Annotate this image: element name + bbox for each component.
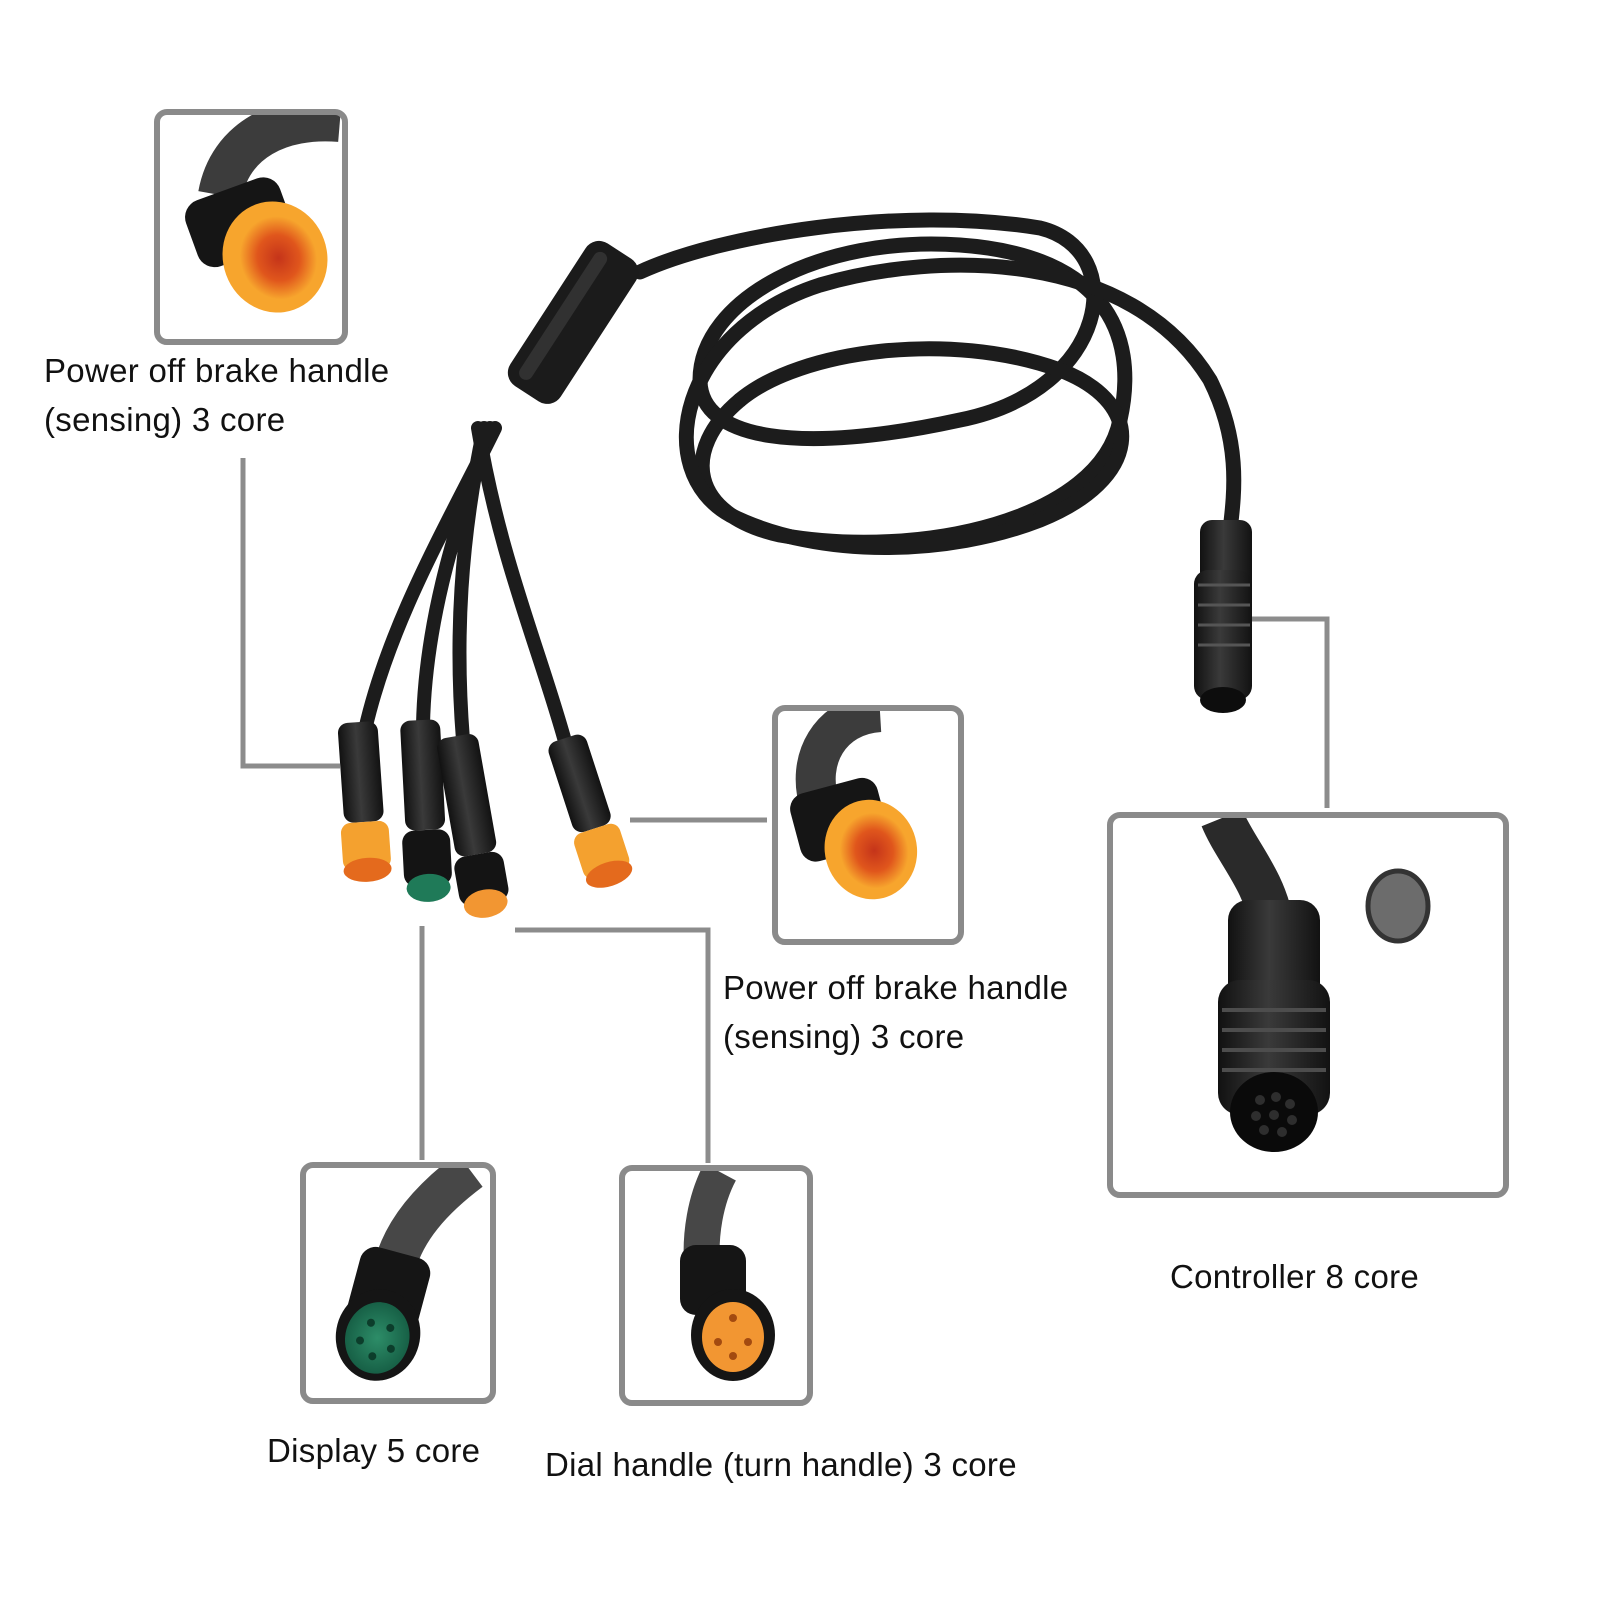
label-display-text: Display 5 core — [267, 1432, 481, 1469]
inset-frame — [772, 705, 964, 945]
inset-controller — [1107, 812, 1509, 1198]
label-brake-right-line2: (sensing) 3 core — [723, 1018, 965, 1055]
label-brake-right: Power off brake handle (sensing) 3 core — [723, 963, 1068, 1061]
label-brake-left: Power off brake handle (sensing) 3 core — [44, 346, 389, 444]
inset-frame — [619, 1165, 813, 1406]
label-controller: Controller 8 core — [1170, 1252, 1419, 1301]
inset-display — [300, 1162, 496, 1404]
branch-cable-4 — [471, 421, 573, 752]
branch-connector-dial — [437, 734, 509, 918]
connector-face-detail — [1365, 868, 1431, 944]
inset-brake-left — [154, 109, 348, 345]
inset-brake-right — [772, 705, 964, 945]
cable-coil-2 — [678, 257, 1242, 555]
label-brake-left-line1: Power off brake handle — [44, 352, 390, 389]
orange-3pin-connector-icon — [680, 1245, 775, 1381]
main-cable — [358, 212, 1242, 752]
inset-frame — [154, 109, 348, 345]
label-dial: Dial handle (turn handle) 3 core — [545, 1440, 1017, 1489]
label-display: Display 5 core — [267, 1426, 480, 1475]
inset-frame — [1107, 812, 1509, 1198]
main-controller-connector — [1194, 520, 1252, 713]
branch-connector-brake-right — [548, 734, 633, 888]
leader-line-brake-left — [240, 458, 340, 769]
branch-connector-display — [400, 719, 452, 902]
orange-3pin-connector-icon — [185, 177, 328, 313]
inset-frame — [300, 1162, 496, 1404]
label-controller-text: Controller 8 core — [1170, 1258, 1420, 1295]
black-8pin-connector-icon — [1218, 900, 1330, 1152]
branch-cable-3 — [452, 421, 491, 747]
orange-3pin-connector-icon — [790, 777, 918, 900]
splitter-body — [507, 240, 639, 404]
label-brake-right-line1: Power off brake handle — [723, 969, 1069, 1006]
label-brake-left-line2: (sensing) 3 core — [44, 401, 286, 438]
leader-lines — [240, 458, 1330, 1163]
leader-line-dial — [515, 927, 711, 1163]
label-dial-text: Dial handle (turn handle) 3 core — [545, 1446, 1017, 1483]
inset-dial — [619, 1165, 813, 1406]
leader-line-controller — [1243, 616, 1330, 808]
branch-connector-brake-left — [337, 721, 392, 882]
green-5pin-connector-icon — [335, 1246, 431, 1381]
